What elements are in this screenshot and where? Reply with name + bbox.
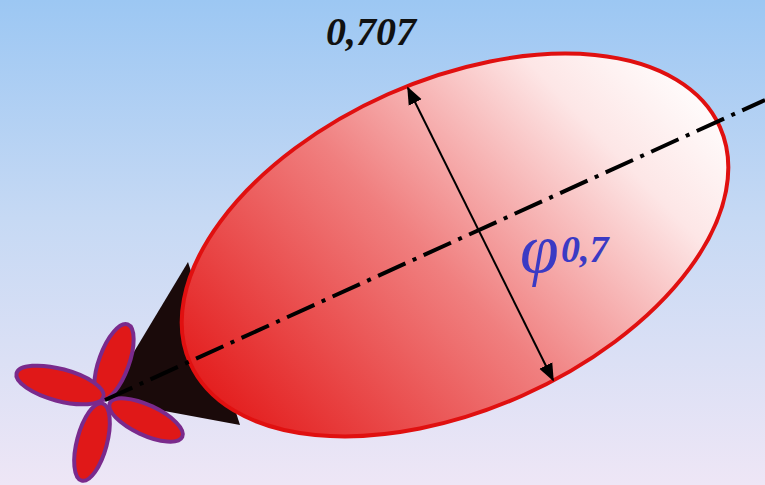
main-lobe: [123, 0, 765, 485]
side-lobes: [12, 319, 188, 484]
lobe-axis: [105, 100, 765, 400]
beamwidth-subscript: 0,7: [561, 230, 609, 268]
beamwidth-symbol: φ: [520, 214, 559, 284]
level-value: 0,707: [326, 12, 416, 52]
